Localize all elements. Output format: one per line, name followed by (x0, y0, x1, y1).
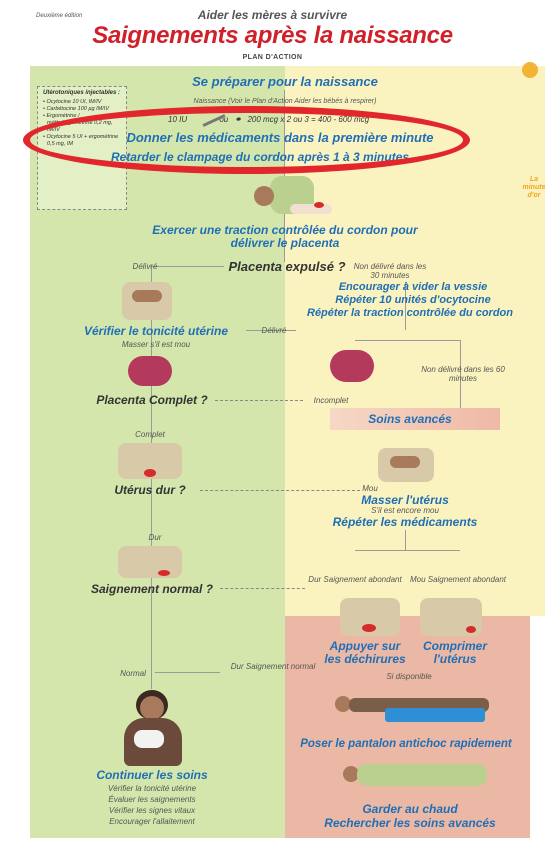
connector-line (150, 266, 224, 267)
care-item: Évaluer les saignements (108, 795, 196, 804)
placenta-incomplete-illustration (330, 350, 374, 382)
page-subtitle: PLAN D'ACTION (242, 54, 303, 61)
label-soft-heavy-bleeding: Mou Saignement abondant (409, 575, 507, 584)
compress-uterus-illustration (420, 598, 482, 636)
step-prepare: Se préparer pour la naissance (192, 74, 378, 89)
traction-illustration (230, 168, 350, 223)
label-not-delivered-60: Non délivré dans les 60 minutes (421, 365, 505, 383)
step-anti-shock: Poser le pantalon antichoc rapidement (300, 738, 512, 750)
uterus-palpation-illustration (118, 443, 182, 479)
step-repeat-oxytocin: Répéter 10 unités d'ocytocine (335, 294, 491, 306)
step-advanced-care: Soins avancés (368, 412, 452, 426)
label-delivered: Délivré (132, 262, 158, 271)
step-continue-care: Continuer les soins (96, 768, 208, 782)
care-item: Vérifier la tonicité utérine (107, 784, 197, 793)
question-placenta: Placenta expulsé ? (228, 259, 346, 274)
emergency-zone (285, 616, 530, 838)
connector-line (155, 672, 220, 673)
placenta-illustration (128, 356, 172, 386)
connector-line (215, 400, 303, 402)
care-item: Encourager l'allaitement (109, 817, 195, 826)
label-incomplete: Incomplet (313, 396, 349, 405)
golden-minute-strip (530, 66, 545, 616)
uterus-check-illustration (122, 282, 172, 320)
step-bladder: Encourager à vider la vessie (338, 281, 488, 293)
breastfeeding-illustration (118, 690, 188, 768)
connector-line (151, 688, 152, 689)
step-check-tone: Vérifier le tonicité utérine (83, 324, 229, 338)
step-if-still-soft: S'il est encore mou (371, 506, 439, 515)
uterotonics-title: Utérotoniques injectables : (43, 90, 121, 96)
advanced-care-banner (330, 408, 500, 430)
uterus-massage-illustration (378, 448, 434, 482)
label-delivered-2: Délivré (261, 326, 287, 335)
program-name: Aider les mères à survivre (197, 8, 348, 22)
step-seek-advanced: Rechercher les soins avancés (324, 816, 496, 830)
step-keep-warm: Garder au chaud (362, 802, 458, 816)
label-hard: Dur (148, 533, 162, 542)
press-tears-illustration (340, 598, 400, 636)
step-compress-uterus: Comprimer l'utérus (422, 639, 487, 666)
step-press-tears: Appuyer sur les déchirures (324, 639, 406, 666)
question-uterus-hard: Utérus dur ? (114, 483, 186, 497)
label-hard-normal-bleeding: Dur Saignement normal (230, 662, 316, 671)
clock-icon (522, 62, 538, 78)
bleeding-check-illustration (118, 546, 182, 578)
step-birth: Naissance (Voir le Plan d'Action Aider l… (193, 98, 377, 105)
uterotonic-item: • Carbétocine 100 µg IM/IV (43, 106, 109, 112)
label-soft: Mou (362, 484, 378, 493)
step-massage-uterus: Masser l'utérus (361, 493, 449, 507)
page-title: Saignements après la naissance (92, 22, 453, 49)
label-normal: Normal (120, 669, 146, 678)
label-not-delivered-30: Non délivré dans les 30 minutes (353, 262, 427, 280)
question-placenta-complete: Placenta Complet ? (96, 393, 208, 407)
connector-line (405, 282, 406, 330)
anti-shock-illustration (325, 684, 505, 730)
label-hard-heavy-bleeding: Dur Saignement abondant (308, 575, 402, 584)
connector-line (460, 340, 461, 410)
label-if-available: Si disponible (386, 672, 432, 681)
question-bleeding-normal: Saignement normal ? (90, 582, 214, 596)
connector-line (355, 340, 460, 341)
step-repeat-traction: Répéter la traction contrôlée du cordon (307, 307, 513, 319)
step-traction: Exercer une traction contrôlée du cordon… (152, 223, 418, 250)
step-repeat-meds: Répéter les médicaments (332, 515, 478, 529)
care-item: Vérifier les signes vitaux (108, 806, 196, 815)
connector-line (246, 330, 296, 331)
label-complete: Complet (135, 430, 165, 439)
step-massage-if-soft: Masser s'il est mou (121, 340, 191, 349)
golden-minute-label: La minute d'or (522, 176, 545, 199)
keep-warm-illustration (335, 758, 495, 792)
connector-line (405, 530, 406, 550)
connector-line (355, 550, 460, 551)
edition-label: Deuxième édition (36, 13, 83, 19)
uterotonic-item: • Ocytocine 10 UI, IM/IV (43, 99, 102, 105)
highlight-oval (23, 106, 470, 174)
connector-line (220, 588, 305, 590)
connector-line (200, 490, 360, 492)
